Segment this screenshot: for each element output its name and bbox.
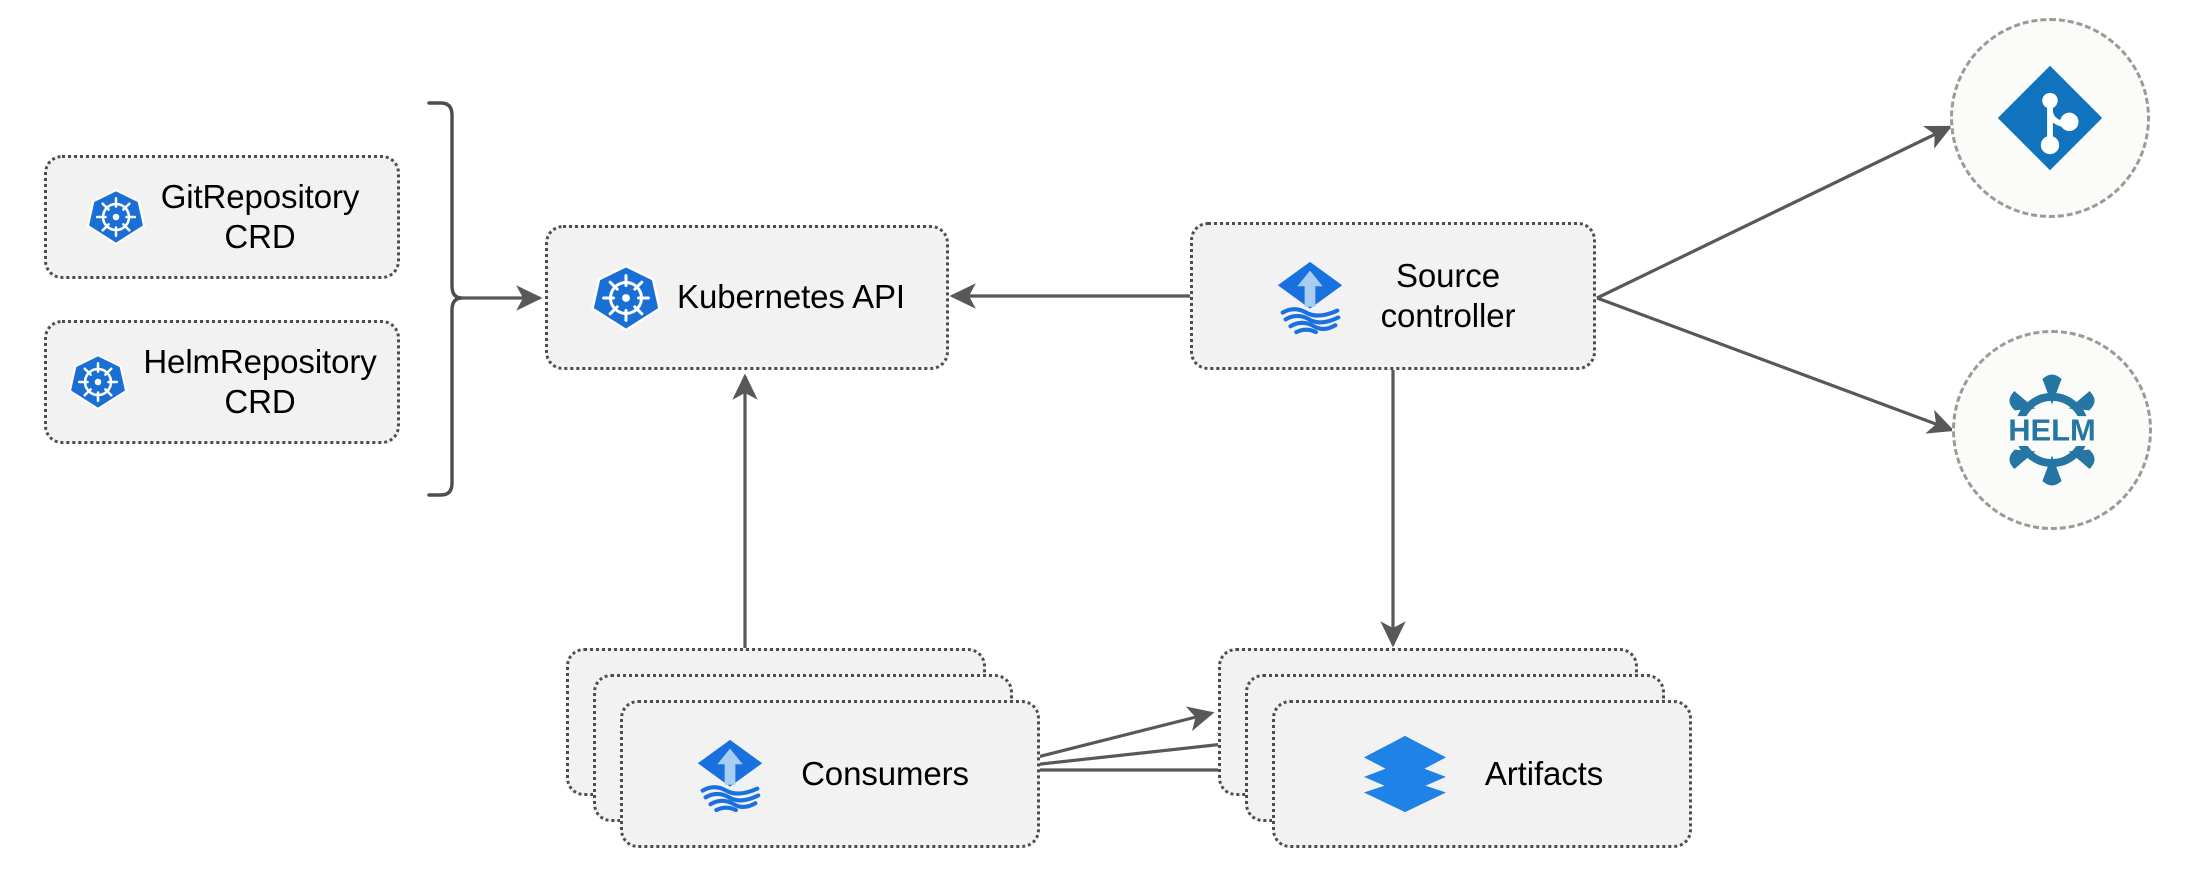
layers-icon — [1361, 732, 1449, 816]
node-label: Kubernetes API — [677, 278, 905, 316]
kubernetes-icon — [589, 261, 663, 335]
helm-icon: HELM — [1988, 366, 2116, 494]
node-git-repository-crd[interactable]: GitRepository CRD — [44, 155, 400, 279]
node-label: Artifacts — [1484, 754, 1604, 792]
helm-wordmark: HELM — [2008, 413, 2096, 448]
flux-icon — [691, 735, 769, 813]
node-source-controller[interactable]: Source controller — [1190, 222, 1596, 370]
node-kubernetes-api[interactable]: Kubernetes API — [545, 225, 949, 370]
flux-icon — [1271, 257, 1349, 335]
node-label: HelmRepository CRD — [143, 342, 377, 420]
edge-source-controller-to-git — [1596, 125, 1953, 300]
node-helm-repository-crd[interactable]: HelmRepository CRD — [44, 320, 400, 444]
node-label: GitRepository CRD — [160, 177, 360, 255]
crd-group-bracket — [427, 101, 463, 497]
git-icon — [1992, 60, 2108, 176]
node-artifacts[interactable]: Artifacts — [1272, 700, 1692, 848]
node-helm-source[interactable]: HELM — [1952, 330, 2152, 530]
node-git-source[interactable] — [1950, 18, 2150, 218]
node-label: Source controller — [1380, 256, 1516, 334]
kubernetes-icon — [85, 186, 147, 248]
edge-source-controller-to-helm — [1596, 296, 1955, 434]
node-label: Consumers — [801, 754, 969, 792]
node-consumers[interactable]: Consumers — [620, 700, 1040, 848]
kubernetes-icon — [67, 351, 129, 413]
